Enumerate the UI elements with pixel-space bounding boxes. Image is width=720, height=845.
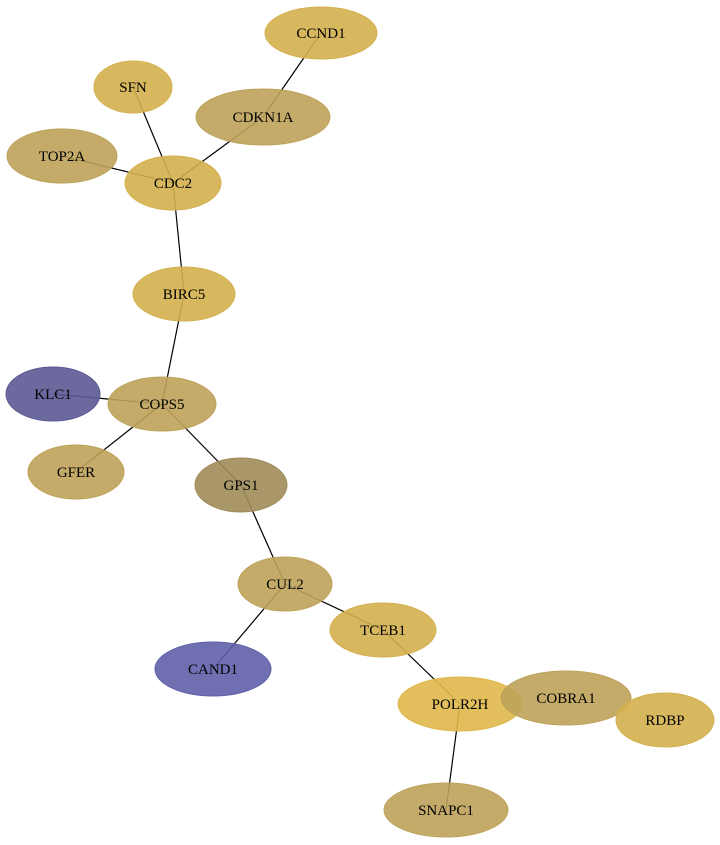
node-label: SFN — [119, 80, 147, 96]
node-sfn[interactable]: SFN — [93, 60, 173, 114]
node-tceb1[interactable]: TCEB1 — [329, 602, 437, 658]
node-shape — [329, 602, 437, 658]
node-shape — [132, 266, 236, 322]
node-shape — [107, 376, 217, 432]
node-label: COPS5 — [139, 397, 184, 413]
node-label: GFER — [57, 465, 95, 481]
node-label: TOP2A — [39, 149, 86, 165]
node-gps1[interactable]: GPS1 — [194, 457, 288, 513]
node-shape — [194, 457, 288, 513]
node-shape — [237, 556, 333, 612]
node-shape — [5, 366, 101, 422]
node-cand1[interactable]: CAND1 — [154, 641, 272, 697]
node-shape — [264, 6, 378, 60]
node-shape — [124, 155, 222, 211]
node-cobra1[interactable]: COBRA1 — [500, 670, 632, 726]
node-label: POLR2H — [432, 697, 489, 713]
node-ccnd1[interactable]: CCND1 — [264, 6, 378, 60]
node-gfer[interactable]: GFER — [27, 444, 125, 500]
node-shape — [154, 641, 272, 697]
node-cdkn1a[interactable]: CDKN1A — [195, 88, 331, 146]
node-shape — [27, 444, 125, 500]
node-label: CUL2 — [266, 577, 304, 593]
node-label: CAND1 — [188, 662, 238, 678]
node-birc5[interactable]: BIRC5 — [132, 266, 236, 322]
node-label: SNAPC1 — [418, 803, 474, 819]
node-label: GPS1 — [223, 478, 258, 494]
node-label: COBRA1 — [536, 691, 595, 707]
node-shape — [93, 60, 173, 114]
node-polr2h[interactable]: POLR2H — [397, 676, 523, 732]
node-cops5[interactable]: COPS5 — [107, 376, 217, 432]
node-rdbp[interactable]: RDBP — [615, 692, 715, 748]
node-label: BIRC5 — [163, 287, 206, 303]
node-label: TCEB1 — [360, 623, 406, 639]
node-snapc1[interactable]: SNAPC1 — [383, 782, 509, 838]
node-shape — [615, 692, 715, 748]
node-label: CCND1 — [296, 26, 345, 42]
node-label: RDBP — [645, 713, 684, 729]
node-klc1[interactable]: KLC1 — [5, 366, 101, 422]
node-top2a[interactable]: TOP2A — [6, 128, 118, 184]
node-label: CDC2 — [154, 176, 192, 192]
node-label: KLC1 — [34, 387, 72, 403]
node-cul2[interactable]: CUL2 — [237, 556, 333, 612]
node-cdc2[interactable]: CDC2 — [124, 155, 222, 211]
node-label: CDKN1A — [233, 110, 294, 126]
node-shape — [383, 782, 509, 838]
node-shape — [6, 128, 118, 184]
node-shape — [500, 670, 632, 726]
node-shape — [195, 88, 331, 146]
